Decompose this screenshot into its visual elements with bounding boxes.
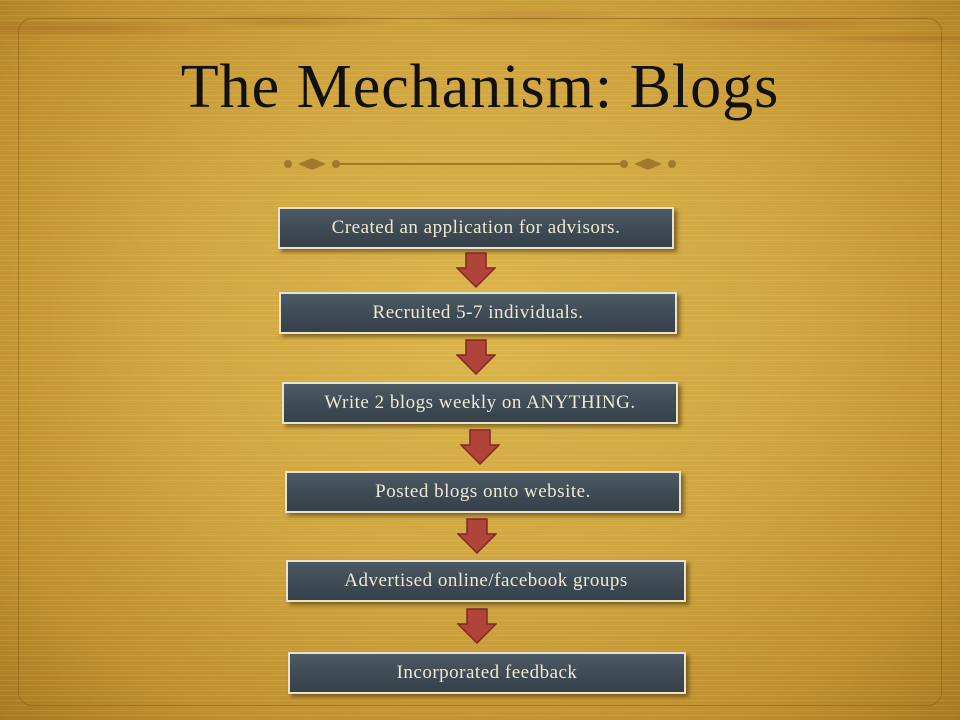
down-arrow-icon	[460, 429, 500, 465]
flow-step-2: Recruited 5-7 individuals.	[279, 292, 677, 334]
flow-step-6: Incorporated feedback	[288, 652, 686, 694]
title-ornament-divider	[284, 158, 676, 170]
down-arrow-icon	[457, 608, 497, 644]
flow-step-1: Created an application for advisors.	[278, 207, 674, 249]
down-arrow-icon	[456, 339, 496, 375]
down-arrow-icon	[457, 518, 497, 554]
flow-step-4: Posted blogs onto website.	[285, 471, 681, 513]
down-arrow-icon	[456, 252, 496, 288]
slide-title: The Mechanism: Blogs	[180, 53, 780, 121]
flow-step-5: Advertised online/facebook groups	[286, 560, 686, 602]
flow-step-3: Write 2 blogs weekly on ANYTHING.	[282, 382, 678, 424]
